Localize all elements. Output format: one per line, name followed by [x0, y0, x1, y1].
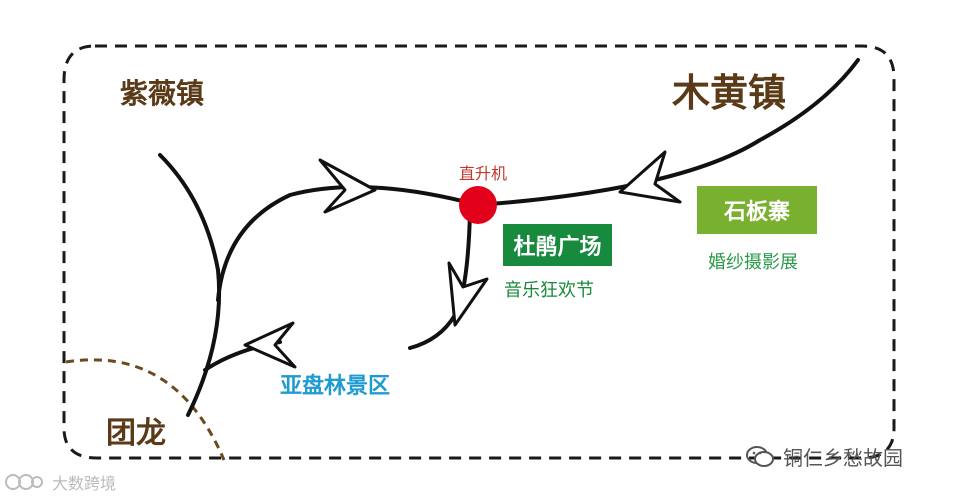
- shiban-village-label: 石板寨: [723, 200, 790, 225]
- arrow-left-icon: [618, 150, 682, 204]
- tuanlong-boundary-dashed: [65, 358, 226, 461]
- watermark-right-text: 铜仁乡愁故园: [783, 446, 903, 470]
- wechat-icon: [746, 445, 774, 467]
- road-tuanlong-ziwei: [158, 153, 222, 417]
- watermark-logo-icon: [5, 474, 43, 490]
- region-boundary-dashed: [62, 44, 896, 460]
- town-label-ziwei: 紫薇镇: [120, 77, 205, 110]
- arrow-down-icon: [447, 261, 489, 327]
- arrow-right-icon: [318, 158, 377, 214]
- arrow-left-lower-icon: [243, 321, 297, 369]
- helicopter-label: 直升机: [459, 164, 508, 183]
- shiban-village-badge: 石板寨: [697, 186, 817, 234]
- road-branch-to-helicopter: [216, 185, 480, 302]
- town-label-muhuang: 木黄镇: [672, 71, 787, 115]
- dupeng-square-label: 杜鹃广场: [513, 235, 602, 260]
- watermark-left: 大数跨境: [4, 470, 116, 494]
- road-helicopter-muhuang: [476, 58, 860, 207]
- watermark-left-text: 大数跨境: [52, 474, 117, 493]
- music-festival-label: 音乐狂欢节: [504, 280, 594, 301]
- watermark-right: 铜仁乡愁故园: [745, 442, 903, 471]
- town-label-tuanlong: 团龙: [106, 416, 166, 451]
- dupeng-square-badge: 杜鹃广场: [503, 224, 612, 266]
- road-helicopter-yapan: [408, 210, 472, 350]
- helicopter-marker: [459, 186, 497, 224]
- wedding-expo-label: 婚纱摄影展: [708, 252, 798, 273]
- yapan-forest-label: 亚盘林景区: [280, 374, 391, 399]
